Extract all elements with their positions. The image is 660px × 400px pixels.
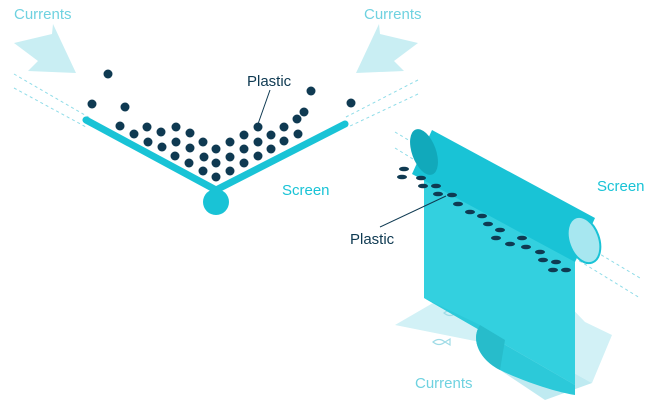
plastic-particles-top bbox=[87, 69, 356, 182]
current-arrow-left bbox=[14, 24, 76, 73]
side-view-diagram: Screen Plastic Currents bbox=[350, 129, 645, 400]
top-view-diagram: Currents Currents Plastic Screen bbox=[13, 6, 422, 215]
current-guide-lines bbox=[13, 73, 419, 128]
plastic-leader-top bbox=[257, 89, 271, 125]
screen-anchor bbox=[203, 189, 229, 215]
current-arrow-right bbox=[356, 24, 418, 73]
currents-label-left: Currents bbox=[14, 6, 72, 23]
v-screen bbox=[82, 116, 349, 215]
plastic-label-top: Plastic bbox=[247, 73, 292, 90]
plastic-leader-side bbox=[379, 195, 447, 228]
screen-label-left: Screen bbox=[282, 182, 330, 199]
floating-cylinder bbox=[410, 129, 602, 265]
screen-sheet bbox=[424, 168, 575, 395]
screen-label-right: Screen bbox=[597, 178, 645, 195]
plastic-particles-side bbox=[397, 166, 571, 273]
plastic-label-right: Plastic bbox=[350, 231, 395, 248]
currents-label-right: Currents bbox=[364, 6, 422, 23]
currents-label-bottom: Currents bbox=[415, 375, 473, 392]
